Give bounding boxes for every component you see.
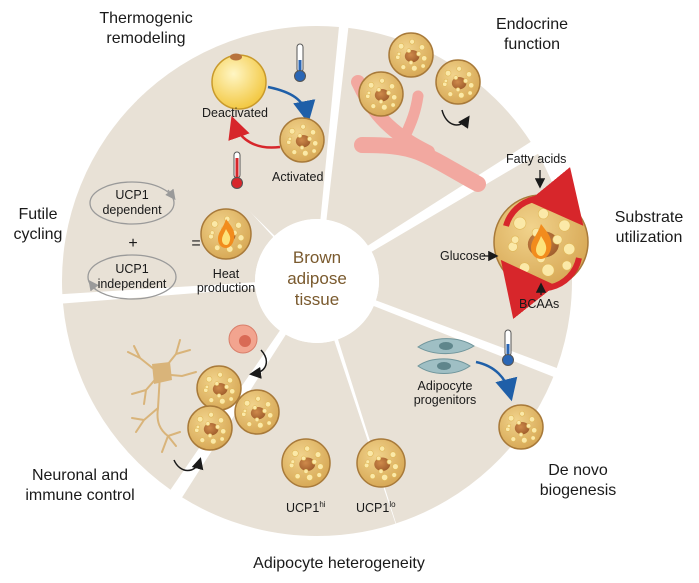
progenitors-label-line2: progenitors xyxy=(414,393,477,407)
neuronal-title-line1: Neuronal and xyxy=(32,467,128,484)
thermometer-cold-icon-2 xyxy=(502,329,514,366)
futile-title-line2: cycling xyxy=(14,226,63,243)
denovo-title-line1: De novo xyxy=(548,462,608,479)
center-label-line3: tissue xyxy=(295,290,339,309)
ucp1-dependent-line1: UCP1 xyxy=(115,188,148,202)
heat-label-line1: Heat xyxy=(213,267,240,281)
substrate-title-line1: Substrate xyxy=(615,209,684,226)
neuron-soma xyxy=(152,362,172,384)
ucp1-independent-line2: independent xyxy=(98,277,167,291)
denovo-sector: Adipocyte progenitors De novo biogenesis xyxy=(414,329,617,499)
activated-label: Activated xyxy=(272,170,323,184)
cooling-arrow xyxy=(267,85,316,124)
neuronal-adipocyte-2 xyxy=(234,389,280,435)
cycle-arrow-top xyxy=(503,167,584,227)
thermogenic-title-line1: Thermogenic xyxy=(99,10,192,27)
neuronal-sector: Neuronal and immune control xyxy=(25,324,280,504)
thermogenic-title-line2: remodeling xyxy=(106,30,185,47)
futile-sector: UCP1 dependent + = UCP1 independent Heat… xyxy=(14,181,255,300)
neuronal-signal-arrow xyxy=(173,457,204,472)
endocrine-adipocyte-2 xyxy=(358,71,404,117)
center-label-line1: Brown xyxy=(293,248,341,267)
endocrine-sector: Endocrine function xyxy=(351,16,568,192)
center-label-line2: adipose xyxy=(287,269,347,288)
thermometer-warm-icon xyxy=(231,151,243,189)
ucp1-dependent-cycle-arrow xyxy=(165,188,176,201)
ucp1-dependent-cycle xyxy=(89,181,175,225)
equals-sign: = xyxy=(191,235,200,252)
neuronal-adipocyte-1 xyxy=(196,365,242,411)
white-adipocyte-nucleus xyxy=(230,53,242,61)
ucp1-independent-cycle-arrow xyxy=(88,279,99,292)
fatty-acids-label: Fatty acids xyxy=(506,152,566,166)
thermogenic-sector: Deactivated Activated Thermogenic remode… xyxy=(99,10,325,189)
sector-wedge-neuronal xyxy=(62,288,280,490)
immune-cell-nucleus xyxy=(239,335,251,347)
plus-sign: + xyxy=(128,235,137,252)
neuronal-title-line2: immune control xyxy=(25,487,134,504)
ucp1-lo-label: UCP1lo xyxy=(356,500,396,515)
substrate-title-line2: utilization xyxy=(616,229,683,246)
endocrine-title-line1: Endocrine xyxy=(496,16,568,33)
flame-icon-2 xyxy=(218,219,235,248)
ucp1-hi-label: UCP1hi xyxy=(286,500,326,515)
cycle-arrow-bottom xyxy=(500,257,582,319)
heterogeneity-title: Adipocyte heterogeneity xyxy=(253,555,425,572)
progenitor-cell-2 xyxy=(417,358,471,374)
substrate-sector: Fatty acids Glucose BCAAs Substrate util… xyxy=(440,152,684,319)
progenitor-cell-1 xyxy=(417,338,475,355)
heterogeneity-sector: UCP1hi UCP1lo Adipocyte heterogeneity xyxy=(253,438,425,572)
progenitors-label-line1: Adipocyte xyxy=(418,379,473,393)
activated-brown-adipocyte xyxy=(279,117,325,163)
sector-wedge-heterogeneity xyxy=(182,334,396,536)
endocrine-adipocyte-3 xyxy=(435,59,481,105)
glucose-label: Glucose xyxy=(440,249,486,263)
deactivated-label: Deactivated xyxy=(202,106,268,120)
white-adipocyte xyxy=(211,54,267,110)
bcaas-label: BCAAs xyxy=(519,297,559,311)
ucp1-independent-line1: UCP1 xyxy=(115,262,148,276)
center-hub xyxy=(255,219,379,343)
futile-title-line1: Futile xyxy=(18,206,57,223)
thermometer-cold-icon xyxy=(294,43,306,82)
differentiation-arrow xyxy=(475,360,518,402)
warming-arrow xyxy=(228,115,281,149)
new-brown-adipocyte xyxy=(498,404,544,450)
heat-label-line2: production xyxy=(197,281,255,295)
ucp1-lo-adipocyte xyxy=(356,438,406,488)
neuronal-adipocyte-3 xyxy=(187,405,233,451)
denovo-title-line2: biogenesis xyxy=(540,482,617,499)
sector-wedges xyxy=(62,26,572,536)
ucp1-independent-cycle xyxy=(87,254,177,300)
ucp1-dependent-line2: dependent xyxy=(102,203,162,217)
flame-icon xyxy=(531,224,552,259)
immune-signal-arrow xyxy=(249,349,268,379)
endocrine-title-line2: function xyxy=(504,36,560,53)
endocrine-adipocyte-1 xyxy=(388,32,434,78)
ucp1-hi-adipocyte xyxy=(281,438,331,488)
secretion-arrow xyxy=(441,109,470,129)
